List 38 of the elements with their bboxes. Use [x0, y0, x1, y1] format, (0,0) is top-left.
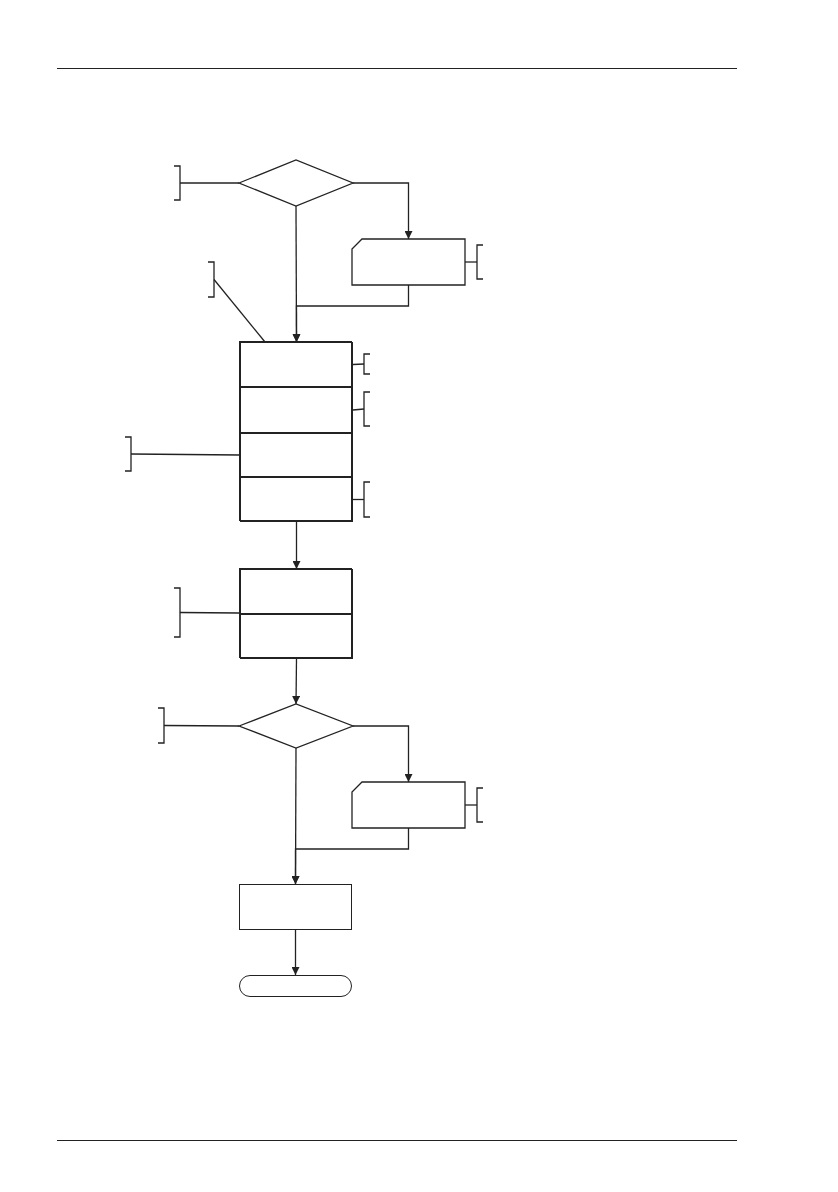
- table-row: [240, 477, 353, 522]
- process-box: [239, 341, 352, 521]
- process-box: [239, 568, 352, 658]
- decision-diamond: [239, 160, 353, 206]
- leader-line: [352, 363, 365, 366]
- leader-line: [213, 278, 266, 343]
- annotation-bracket: [364, 482, 370, 517]
- process-box: [239, 884, 352, 930]
- arrow: [291, 929, 300, 976]
- card-shape: [352, 782, 465, 828]
- annotation-bracket: [364, 354, 370, 374]
- leader-line: [352, 408, 365, 411]
- annotation-bracket: [125, 437, 131, 471]
- annotation-bracket: [174, 588, 180, 637]
- arrow: [292, 284, 410, 343]
- arrow: [352, 725, 413, 783]
- leader-line: [163, 724, 240, 727]
- arrow: [292, 658, 301, 705]
- arrow: [352, 182, 413, 240]
- leader-line: [179, 611, 240, 614]
- table-row: [240, 433, 353, 477]
- decision-diamond: [239, 704, 353, 748]
- annotation-bracket: [174, 166, 180, 200]
- annotation-bracket: [208, 262, 214, 297]
- annotation-bracket: [364, 392, 370, 426]
- table-row: [240, 569, 353, 614]
- table-row: [240, 342, 353, 387]
- leader-line: [352, 498, 365, 501]
- arrow: [292, 521, 301, 570]
- annotation-bracket: [477, 245, 483, 279]
- annotation-bracket: [158, 708, 164, 743]
- leader-line: [130, 453, 241, 456]
- card-shape: [352, 239, 465, 285]
- table-row: [240, 387, 353, 433]
- leader-line: [179, 182, 240, 184]
- annotation-bracket: [477, 788, 483, 822]
- arrow: [291, 827, 410, 885]
- table-row: [240, 614, 353, 659]
